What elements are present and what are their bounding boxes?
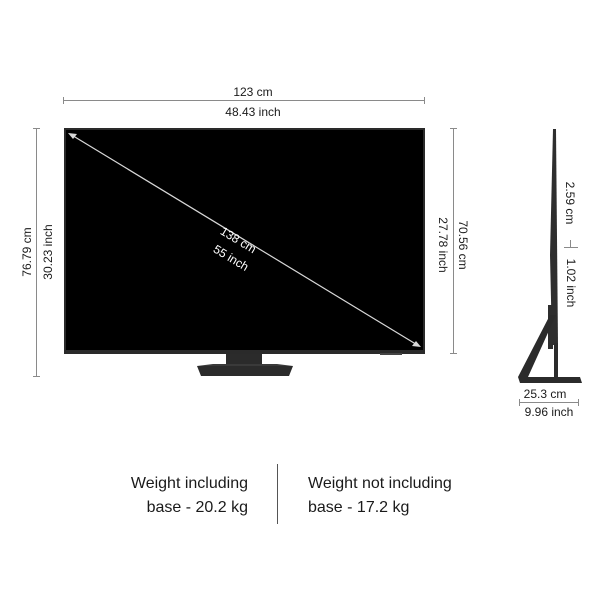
depth-dimension-tick (570, 240, 571, 247)
depth-inch-label: 1.02 inch (564, 258, 578, 308)
stand-depth-dimension-line (519, 402, 579, 403)
stand-depth-tick-left (519, 399, 520, 406)
weight-without-base: Weight not including base - 17.2 kg (308, 472, 508, 520)
diagonal-arrow-icon (68, 133, 421, 347)
screen-height-inch-label: 27.78 inch (436, 217, 450, 273)
tv-sensor-bar (380, 353, 402, 355)
stand-depth-tick-right (578, 399, 579, 406)
depth-cm-label: 2.59 cm (563, 181, 577, 225)
width-tick-left (63, 97, 64, 104)
weight-without-base-line1: Weight not including (308, 475, 452, 492)
weight-with-base: Weight including base - 20.2 kg (100, 472, 248, 520)
weight-without-base-line2: base - 17.2 kg (308, 499, 410, 516)
screen-height-tick-top (450, 128, 457, 129)
total-height-tick-top (33, 128, 40, 129)
total-height-dimension-line (36, 128, 37, 376)
screen-height-tick-bottom (450, 353, 457, 354)
stand-depth-inch-label: 9.96 inch (524, 405, 574, 419)
width-tick-right (424, 97, 425, 104)
weight-with-base-line1: Weight including (130, 475, 248, 492)
total-height-cm-label: 76.79 cm (20, 227, 34, 277)
tv-front-stand (197, 354, 293, 376)
stand-depth-cm-label: 25.3 cm (523, 387, 567, 401)
tv-side-view (518, 129, 582, 383)
total-height-tick-bottom (33, 376, 40, 377)
weight-divider (277, 464, 278, 524)
width-cm-label: 123 cm (233, 85, 273, 99)
depth-dimension-line (564, 247, 578, 248)
width-dimension-line (63, 100, 425, 101)
screen-height-cm-label: 70.56 cm (456, 220, 470, 270)
screen-height-dimension-line (453, 128, 454, 353)
total-height-inch-label: 30.23 inch (41, 224, 55, 280)
width-inch-label: 48.43 inch (225, 105, 281, 119)
weight-with-base-line2: base - 20.2 kg (146, 499, 248, 516)
